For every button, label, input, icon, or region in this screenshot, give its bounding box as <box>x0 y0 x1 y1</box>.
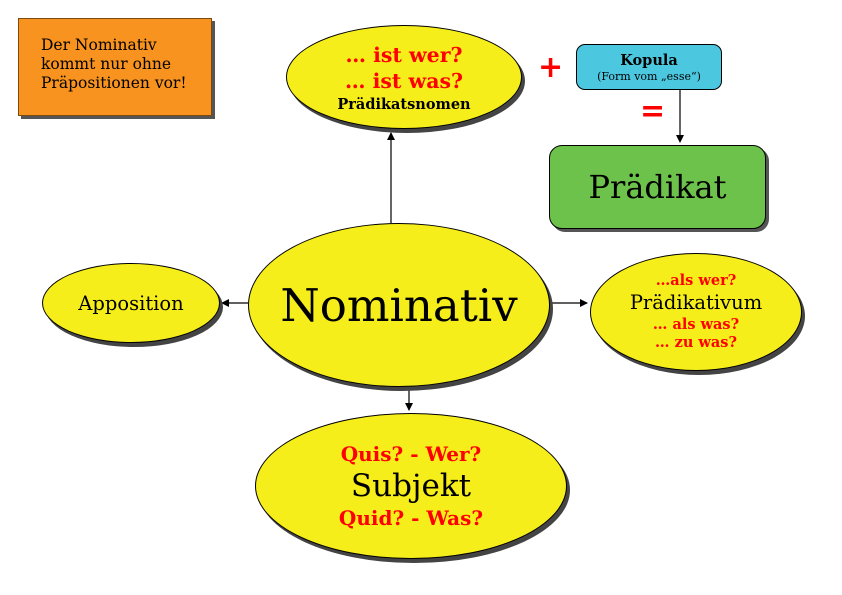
question-quid-was: Quid? - Was? <box>338 506 484 530</box>
nominativ-node: Nominativ <box>248 223 550 387</box>
equals-sign: = <box>640 94 666 129</box>
praedikativum-node: …als wer? Prädikativum … als was? … zu w… <box>590 253 802 371</box>
apposition-node: Apposition <box>42 263 220 343</box>
question-quis-wer: Quis? - Wer? <box>340 442 482 466</box>
question-zu-was: … zu was? <box>655 334 737 351</box>
praedikatsnomen-node: … ist wer? … ist was? Prädikatsnomen <box>286 25 522 129</box>
plus-sign: + <box>538 50 564 85</box>
question-als-was: … als was? <box>652 316 740 333</box>
kopula-title: Kopula <box>620 51 678 69</box>
subjekt-label: Subjekt <box>350 468 472 504</box>
question-ist-wer: … ist wer? <box>345 42 463 67</box>
apposition-label: Apposition <box>78 291 184 315</box>
note-line: kommt nur ohne <box>41 55 172 73</box>
note-line: Präpositionen vor! <box>41 74 187 92</box>
praedikat-node: Prädikat <box>549 145 766 229</box>
note-box: Der Nominativ kommt nur ohne Präposition… <box>18 18 212 116</box>
question-als-wer: …als wer? <box>655 272 737 289</box>
nominativ-label: Nominativ <box>280 278 518 332</box>
praedikativum-label: Prädikativum <box>629 291 763 314</box>
note-line: Der Nominativ <box>41 36 157 54</box>
praedikatsnomen-label: Prädikatsnomen <box>337 95 471 113</box>
praedikat-label: Prädikat <box>588 168 727 206</box>
kopula-subtitle: (Form vom „esse“) <box>597 69 701 83</box>
subjekt-node: Quis? - Wer? Subjekt Quid? - Was? <box>255 413 567 559</box>
question-ist-was: … ist was? <box>344 68 464 93</box>
kopula-node: Kopula (Form vom „esse“) <box>576 44 722 90</box>
